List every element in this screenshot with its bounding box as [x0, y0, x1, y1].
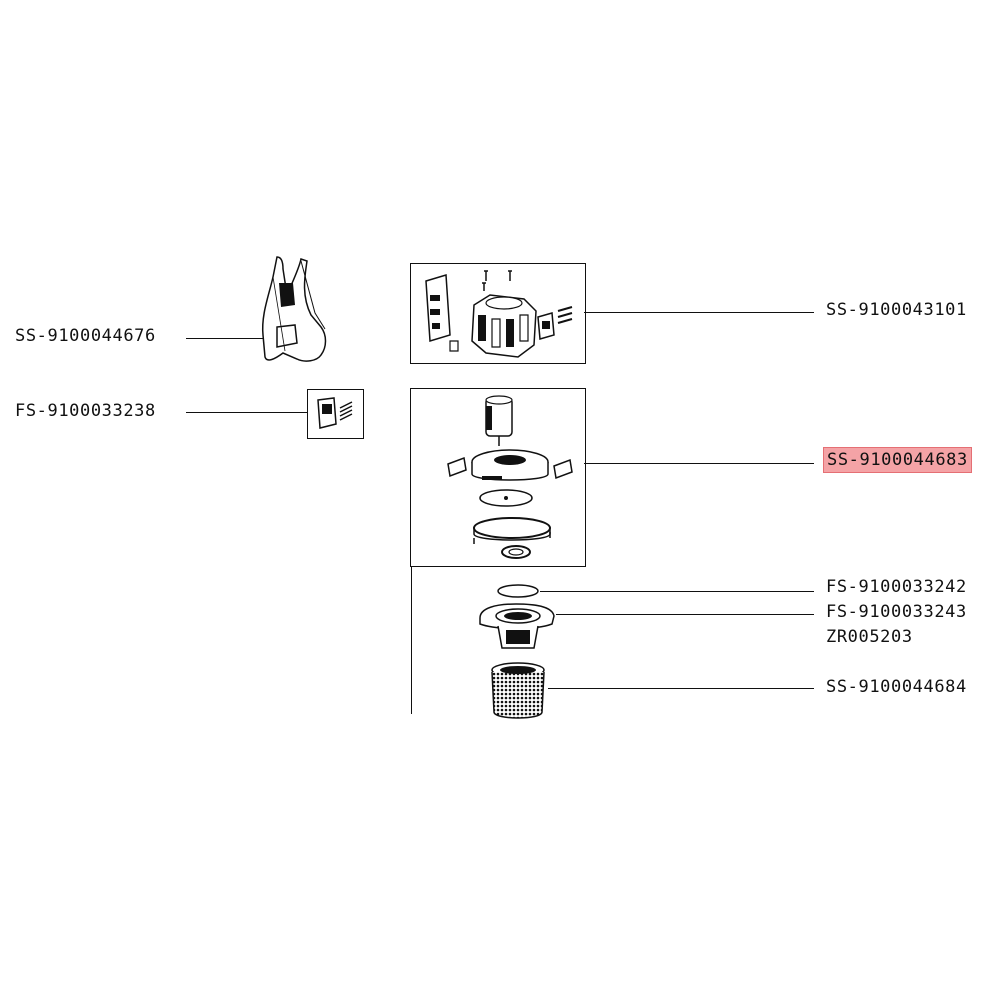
- filter-disc-drawing[interactable]: [496, 583, 540, 599]
- part-label-mesh-filter[interactable]: SS-9100044684: [826, 677, 967, 697]
- part-label-cyclone-cone-alt[interactable]: ZR005203: [826, 627, 913, 647]
- motor-part-drawing: [412, 390, 582, 563]
- motor-part-box[interactable]: [410, 388, 586, 567]
- trigger-part-box[interactable]: [307, 389, 364, 439]
- part-label-filter-disc[interactable]: FS-9100033242: [826, 577, 967, 597]
- cyclone-cone-drawing[interactable]: [476, 600, 556, 660]
- part-label-battery[interactable]: SS-9100043101: [826, 300, 967, 320]
- part-label-cyclone-cone[interactable]: FS-9100033243: [826, 602, 967, 622]
- handle-part-drawing[interactable]: [255, 255, 345, 375]
- mesh-filter-drawing[interactable]: [488, 660, 548, 722]
- battery-part-drawing: [412, 265, 582, 360]
- part-label-handle[interactable]: SS-9100044676: [15, 326, 156, 346]
- trigger-part-drawing: [312, 394, 357, 434]
- battery-part-box[interactable]: [410, 263, 586, 364]
- part-label-trigger[interactable]: FS-9100033238: [15, 401, 156, 421]
- part-label-motor[interactable]: SS-9100044683: [823, 447, 972, 473]
